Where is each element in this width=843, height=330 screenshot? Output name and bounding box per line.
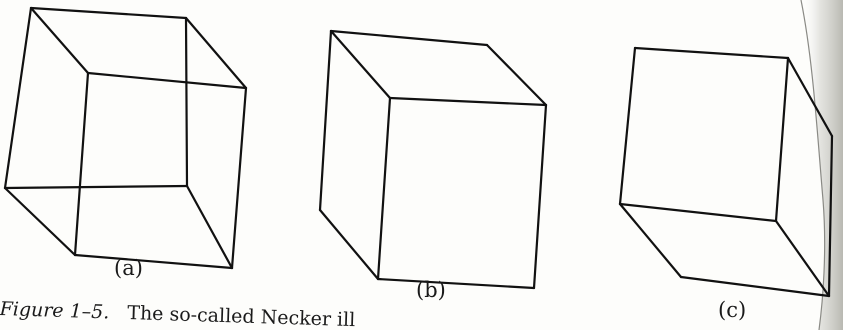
label-a: (a) (114, 256, 143, 280)
cube-a-wireframe (3, 6, 248, 270)
cube-c-solid (618, 46, 834, 298)
cube-b-solid (318, 29, 548, 290)
page-edge-shading (800, 0, 843, 330)
figure-number: Figure 1–5. (0, 298, 110, 324)
label-c: (c) (718, 298, 747, 322)
label-b: (b) (416, 278, 446, 302)
